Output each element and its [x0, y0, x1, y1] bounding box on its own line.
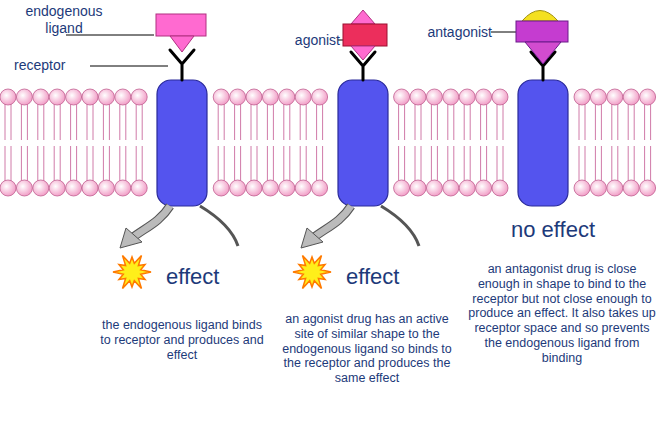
description: an antagonist drug is close enough in sh… — [466, 262, 658, 365]
description: the endogenous ligand binds to receptor … — [96, 318, 268, 362]
antagonist-drug — [516, 11, 568, 65]
endogenous-ligand — [156, 14, 206, 52]
effect-arrows — [120, 206, 419, 248]
antagonist-label: antagonist — [406, 24, 492, 41]
receptor-label: receptor — [14, 57, 90, 74]
agonist-label: agonist — [280, 32, 340, 49]
effect-bursts — [113, 256, 331, 289]
effect-label: effect — [346, 264, 426, 290]
ligand-label: endogenous ligand — [12, 3, 116, 36]
effect-label: effect — [166, 264, 246, 290]
description: an agonist drug has an active site of si… — [276, 312, 458, 386]
receptor-proteins — [157, 80, 568, 206]
no-effect-label: no effect — [493, 217, 613, 243]
agonist-drug — [343, 10, 387, 60]
